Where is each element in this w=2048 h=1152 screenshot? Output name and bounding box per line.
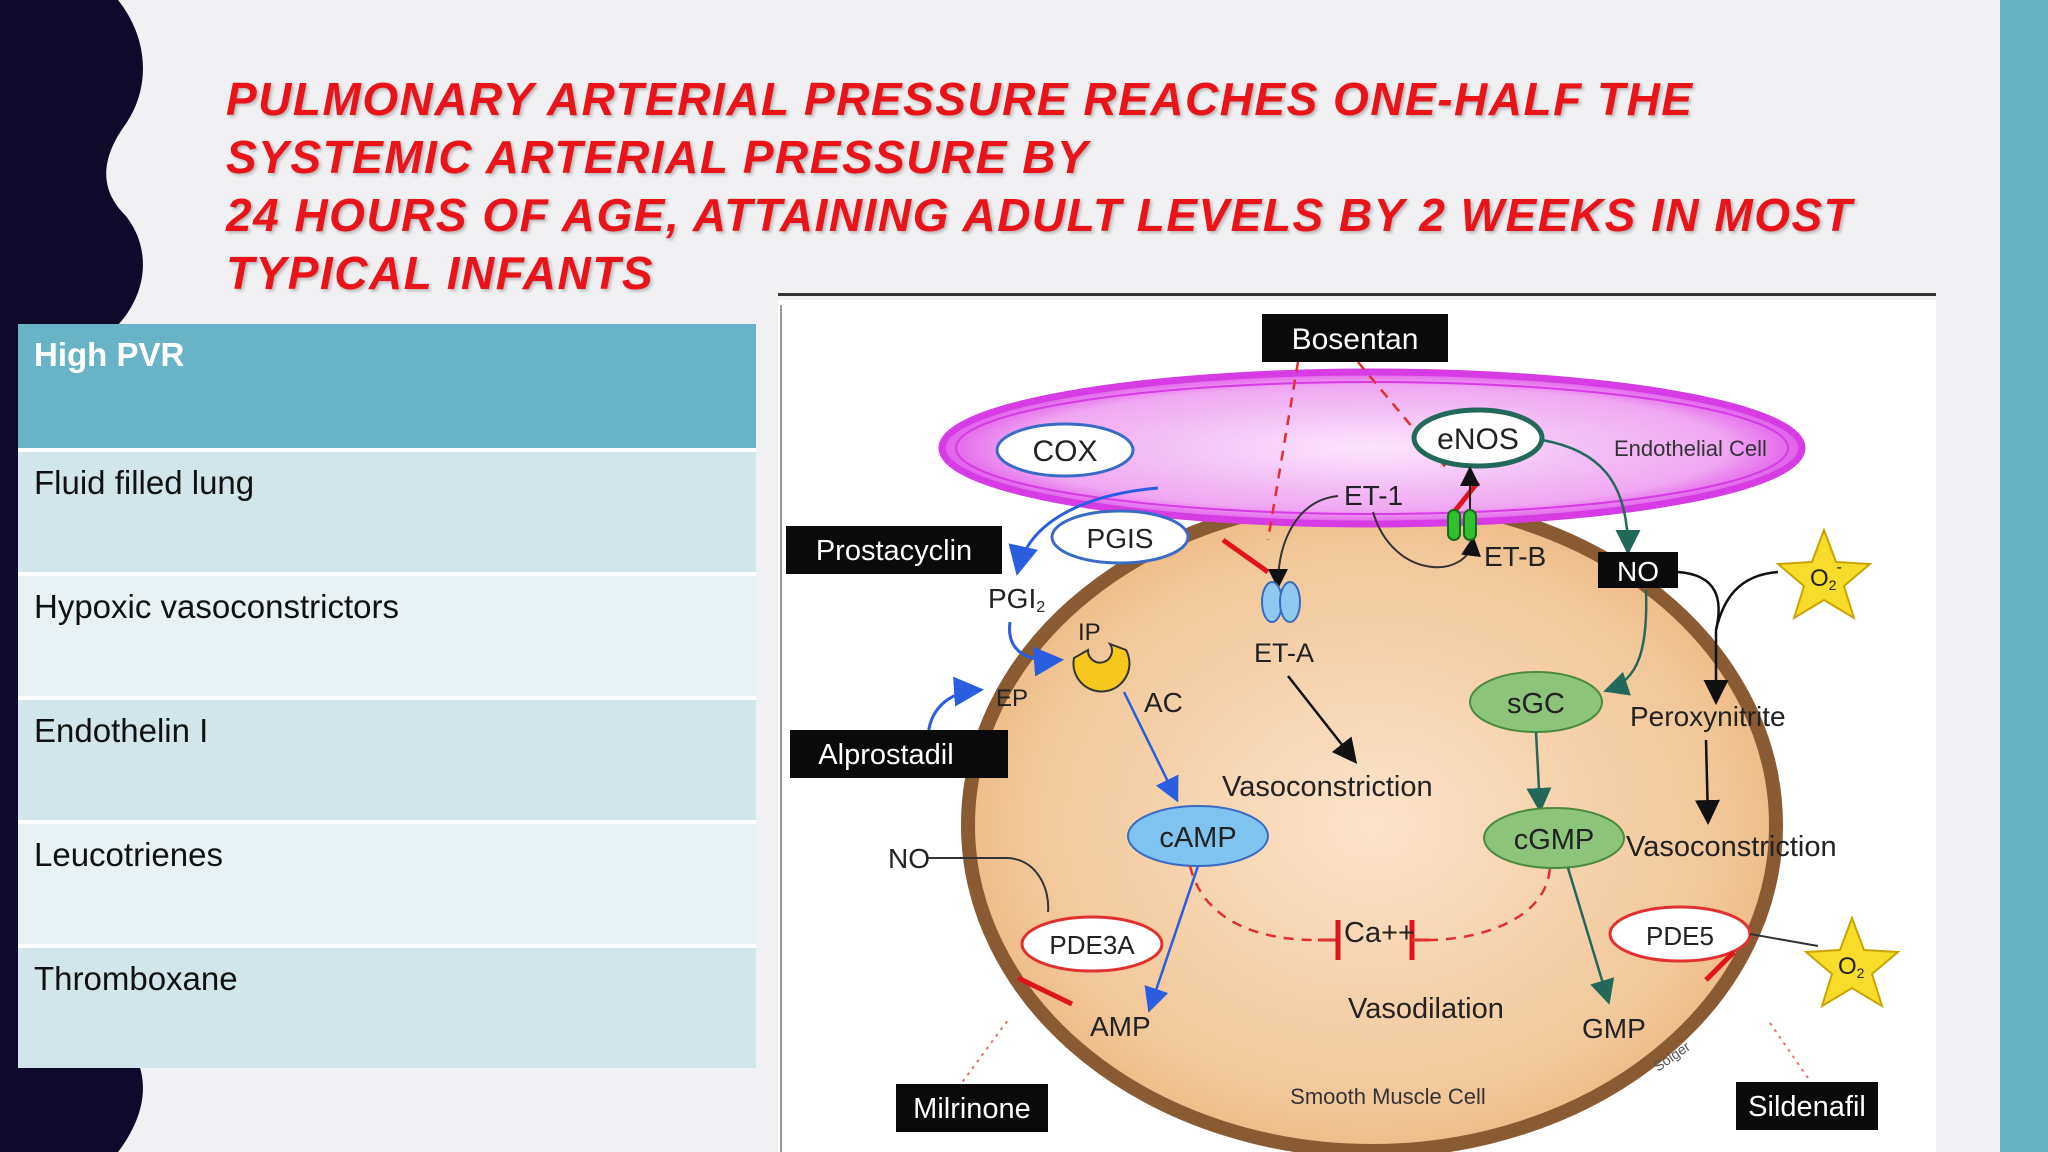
- endothelial-cell-shape: [938, 368, 1806, 528]
- sildenafil-box: [1736, 1082, 1878, 1130]
- etb-receptor-left: [1447, 509, 1461, 541]
- table-row: Leucotrienes: [18, 820, 756, 944]
- sgc-label: sGC: [1507, 688, 1565, 720]
- calcium-label: Ca++: [1344, 917, 1415, 949]
- alprostadil-box: [790, 730, 1008, 778]
- smooth-muscle-cell-label: Smooth Muscle Cell: [1290, 1084, 1486, 1109]
- ip-receptor: [1072, 641, 1131, 693]
- eta-receptor-right: [1279, 581, 1301, 623]
- table-row: Endothelin I: [18, 696, 756, 820]
- gmp-label: GMP: [1582, 1013, 1646, 1044]
- table-row: Fluid filled lung: [18, 448, 756, 572]
- prostacyclin-box: [786, 526, 1002, 574]
- pgis-node: [1050, 509, 1190, 565]
- ip-label: IP: [1078, 619, 1101, 646]
- title-line-2: SYSTEMIC ARTERIAL PRESSURE BY: [226, 131, 1090, 183]
- o2-bottom-label: O2: [1838, 953, 1865, 981]
- slide-title: PULMONARY ARTERIAL PRESSURE REACHES ONE-…: [226, 70, 1906, 302]
- cgmp-label: cGMP: [1514, 824, 1595, 856]
- no-box-label: NO: [1617, 556, 1659, 587]
- endothelial-cell-label: Endothelial Cell: [1614, 436, 1767, 461]
- pde3a-node: [1020, 915, 1164, 973]
- o2-top-label: O2-: [1810, 559, 1842, 593]
- eta-label: ET-A: [1254, 638, 1314, 668]
- oxygen-star-icon: [1803, 915, 1901, 1009]
- etb-label: ET-B: [1484, 541, 1546, 572]
- table-row: Thromboxane: [18, 944, 756, 1068]
- high-pvr-table: High PVR Fluid filled lung Hypoxic vasoc…: [18, 324, 756, 1068]
- cox-node: [995, 422, 1135, 478]
- pde5-label: PDE5: [1646, 921, 1714, 951]
- pgi2-label: PGI2: [988, 583, 1045, 616]
- enos-label: eNOS: [1437, 423, 1519, 456]
- ac-label: AC: [1144, 687, 1183, 718]
- diagram-top-rule: [778, 293, 1936, 296]
- peroxynitrite-label: Peroxynitrite: [1630, 701, 1786, 732]
- no-box: [1598, 552, 1678, 588]
- vasoconstriction-mid-label: Vasoconstriction: [1222, 771, 1433, 803]
- alprostadil-label: Alprostadil: [818, 739, 953, 771]
- title-line-4: TYPICAL INFANTS: [226, 247, 655, 299]
- cox-label: COX: [1032, 435, 1097, 468]
- bosentan-label: Bosentan: [1292, 323, 1419, 356]
- prostacyclin-label: Prostacyclin: [816, 535, 972, 567]
- smooth-muscle-cell-shape: [961, 492, 1783, 1152]
- amp-label: AMP: [1090, 1011, 1151, 1042]
- bosentan-box: [1262, 314, 1448, 362]
- vasodilation-label: Vasodilation: [1348, 993, 1504, 1025]
- milrinone-label: Milrinone: [913, 1093, 1031, 1125]
- no-left-label: NO: [888, 843, 930, 874]
- right-accent-band: [2000, 0, 2048, 1152]
- ep-label: EP: [996, 685, 1028, 712]
- cgmp-node: [1483, 807, 1625, 869]
- superoxide-star-icon: [1775, 527, 1873, 621]
- title-line-1: PULMONARY ARTERIAL PRESSURE REACHES ONE-…: [226, 73, 1694, 125]
- pathway-diagram: Bosentan COX eNOS Endothelial Cell ET-1 …: [778, 300, 1936, 1152]
- pde3a-label: PDE3A: [1049, 930, 1135, 960]
- table-header: High PVR: [18, 324, 756, 448]
- sildenafil-label: Sildenafil: [1748, 1091, 1866, 1123]
- vasoconstriction-right-label: Vasoconstriction: [1626, 831, 1837, 863]
- title-line-3: 24 HOURS OF AGE, ATTAINING ADULT LEVELS …: [226, 189, 1854, 241]
- camp-label: cAMP: [1159, 822, 1236, 854]
- pgis-label: PGIS: [1087, 523, 1154, 554]
- table-row: Hypoxic vasoconstrictors: [18, 572, 756, 696]
- etb-receptor-right: [1463, 509, 1477, 541]
- milrinone-box: [896, 1084, 1048, 1132]
- et1-label: ET-1: [1344, 480, 1403, 511]
